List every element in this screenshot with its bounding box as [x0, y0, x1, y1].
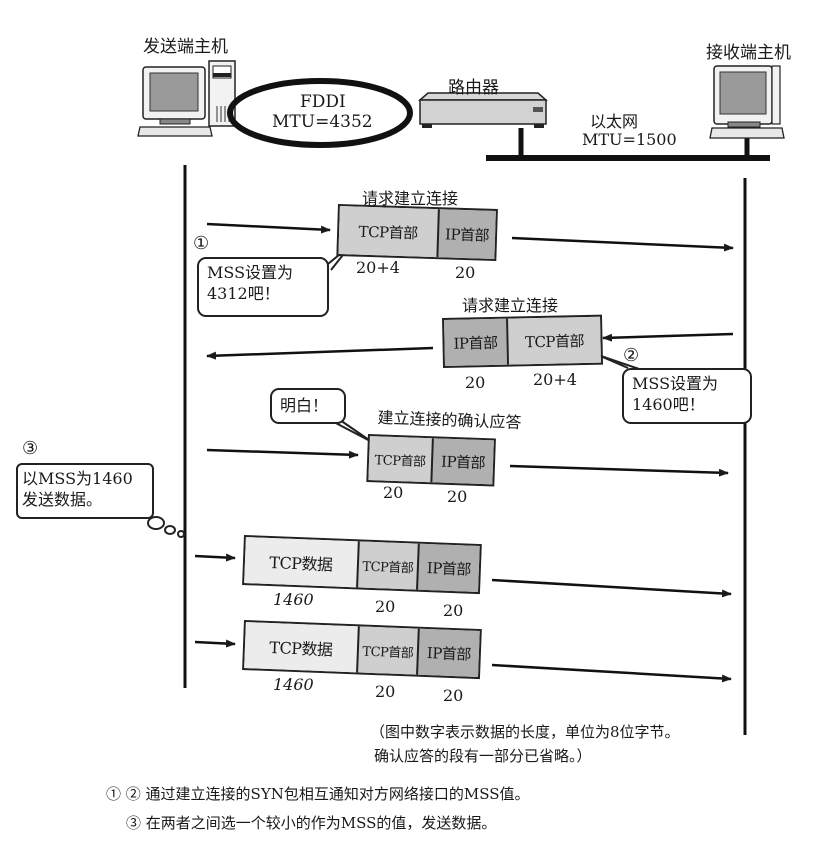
step3-marker: ③ [22, 438, 39, 459]
fddi-ring [227, 78, 413, 148]
step2-size-ip: 20 [465, 373, 486, 392]
ack-packet: TCP首部 IP首部 [366, 434, 496, 487]
thought-circle [164, 525, 176, 535]
step3-thought-bubble: 以MSS为1460 发送数据。 [16, 463, 154, 519]
tcp-data-cell: TCP数据 [244, 537, 358, 588]
bubble-line: 发送数据。 [22, 490, 103, 509]
step1-packet: TCP首部 IP首部 [336, 204, 498, 262]
sender-computer-icon [137, 60, 236, 137]
caption-line2: ③ 在两者之间选一个较小的作为MSS的值，发送数据。 [126, 814, 497, 832]
receiver-computer-icon [709, 65, 785, 139]
ack-size-tcp: 20 [383, 483, 404, 502]
length-note-line1: （图中数字表示数据的长度，单位为8位字节。 [370, 723, 680, 741]
tcp-header-size: 20 [375, 682, 396, 701]
tcp-header-cell: TCP首部 [338, 206, 438, 258]
ip-header-cell: IP首部 [430, 438, 494, 485]
bubble-line: 4312吧！ [207, 284, 280, 303]
step2-marker: ② [623, 345, 640, 366]
step2-packet: IP首部 TCP首部 [442, 314, 604, 368]
ip-header-cell: IP首部 [436, 209, 496, 259]
step2-size-tcp: 20+4 [533, 370, 577, 389]
ip-header-cell: IP首部 [416, 628, 480, 678]
fddi-label: FDDI [300, 92, 346, 112]
length-note-line2: 确认应答的段有一部分已省略。） [374, 747, 592, 765]
ack-speech-bubble: 明白！ [270, 388, 346, 424]
ethernet-label: 以太网 [590, 112, 639, 131]
sender-host-label: 发送端主机 [143, 37, 228, 57]
router-label: 路由器 [448, 78, 499, 98]
data-size: 1460 [273, 675, 314, 694]
tcp-header-cell: TCP首部 [356, 541, 418, 590]
tcp-header-cell: TCP首部 [506, 316, 601, 365]
receiver-host-label: 接收端主机 [706, 43, 791, 63]
thought-circle [177, 530, 185, 538]
data-packet: TCP数据 TCP首部 IP首部 [242, 535, 482, 595]
thought-circle [147, 516, 165, 530]
step1-size-ip: 20 [455, 263, 476, 282]
bubble-line: 以MSS为1460 [22, 469, 133, 488]
fddi-mtu-label: MTU=4352 [272, 112, 373, 132]
ip-header-size: 20 [443, 601, 464, 620]
bubble-line: 1460吧！ [632, 395, 705, 414]
ack-title: 建立连接的确认应答 [377, 407, 522, 433]
tcp-header-cell: TCP首部 [368, 436, 432, 483]
step1-title: 请求建立连接 [362, 189, 459, 208]
bubble-line: 明白！ [280, 396, 329, 415]
caption-line1: ① ② 通过建立连接的SYN包相互通知对方网络接口的MSS值。 [106, 785, 530, 803]
tcp-data-cell: TCP数据 [244, 622, 358, 673]
tcp-header-size: 20 [375, 597, 396, 616]
step1-speech-bubble: MSS设置为 4312吧！ [197, 257, 329, 317]
step2-title: 请求建立连接 [462, 296, 559, 315]
ip-header-cell: IP首部 [444, 318, 507, 366]
step1-size-tcp: 20+4 [356, 258, 400, 277]
router-icon [418, 92, 548, 128]
data-packet: TCP数据 TCP首部 IP首部 [242, 620, 482, 680]
ip-header-cell: IP首部 [416, 543, 480, 593]
bubble-line: MSS设置为 [632, 374, 719, 393]
data-size: 1460 [273, 590, 314, 609]
ack-size-ip: 20 [447, 487, 468, 506]
bubble-line: MSS设置为 [207, 263, 294, 282]
step1-marker: ① [193, 233, 210, 254]
ip-header-size: 20 [443, 686, 464, 705]
ethernet-mtu-label: MTU=1500 [582, 130, 677, 149]
step2-speech-bubble: MSS设置为 1460吧！ [622, 368, 752, 424]
tcp-header-cell: TCP首部 [356, 626, 418, 675]
